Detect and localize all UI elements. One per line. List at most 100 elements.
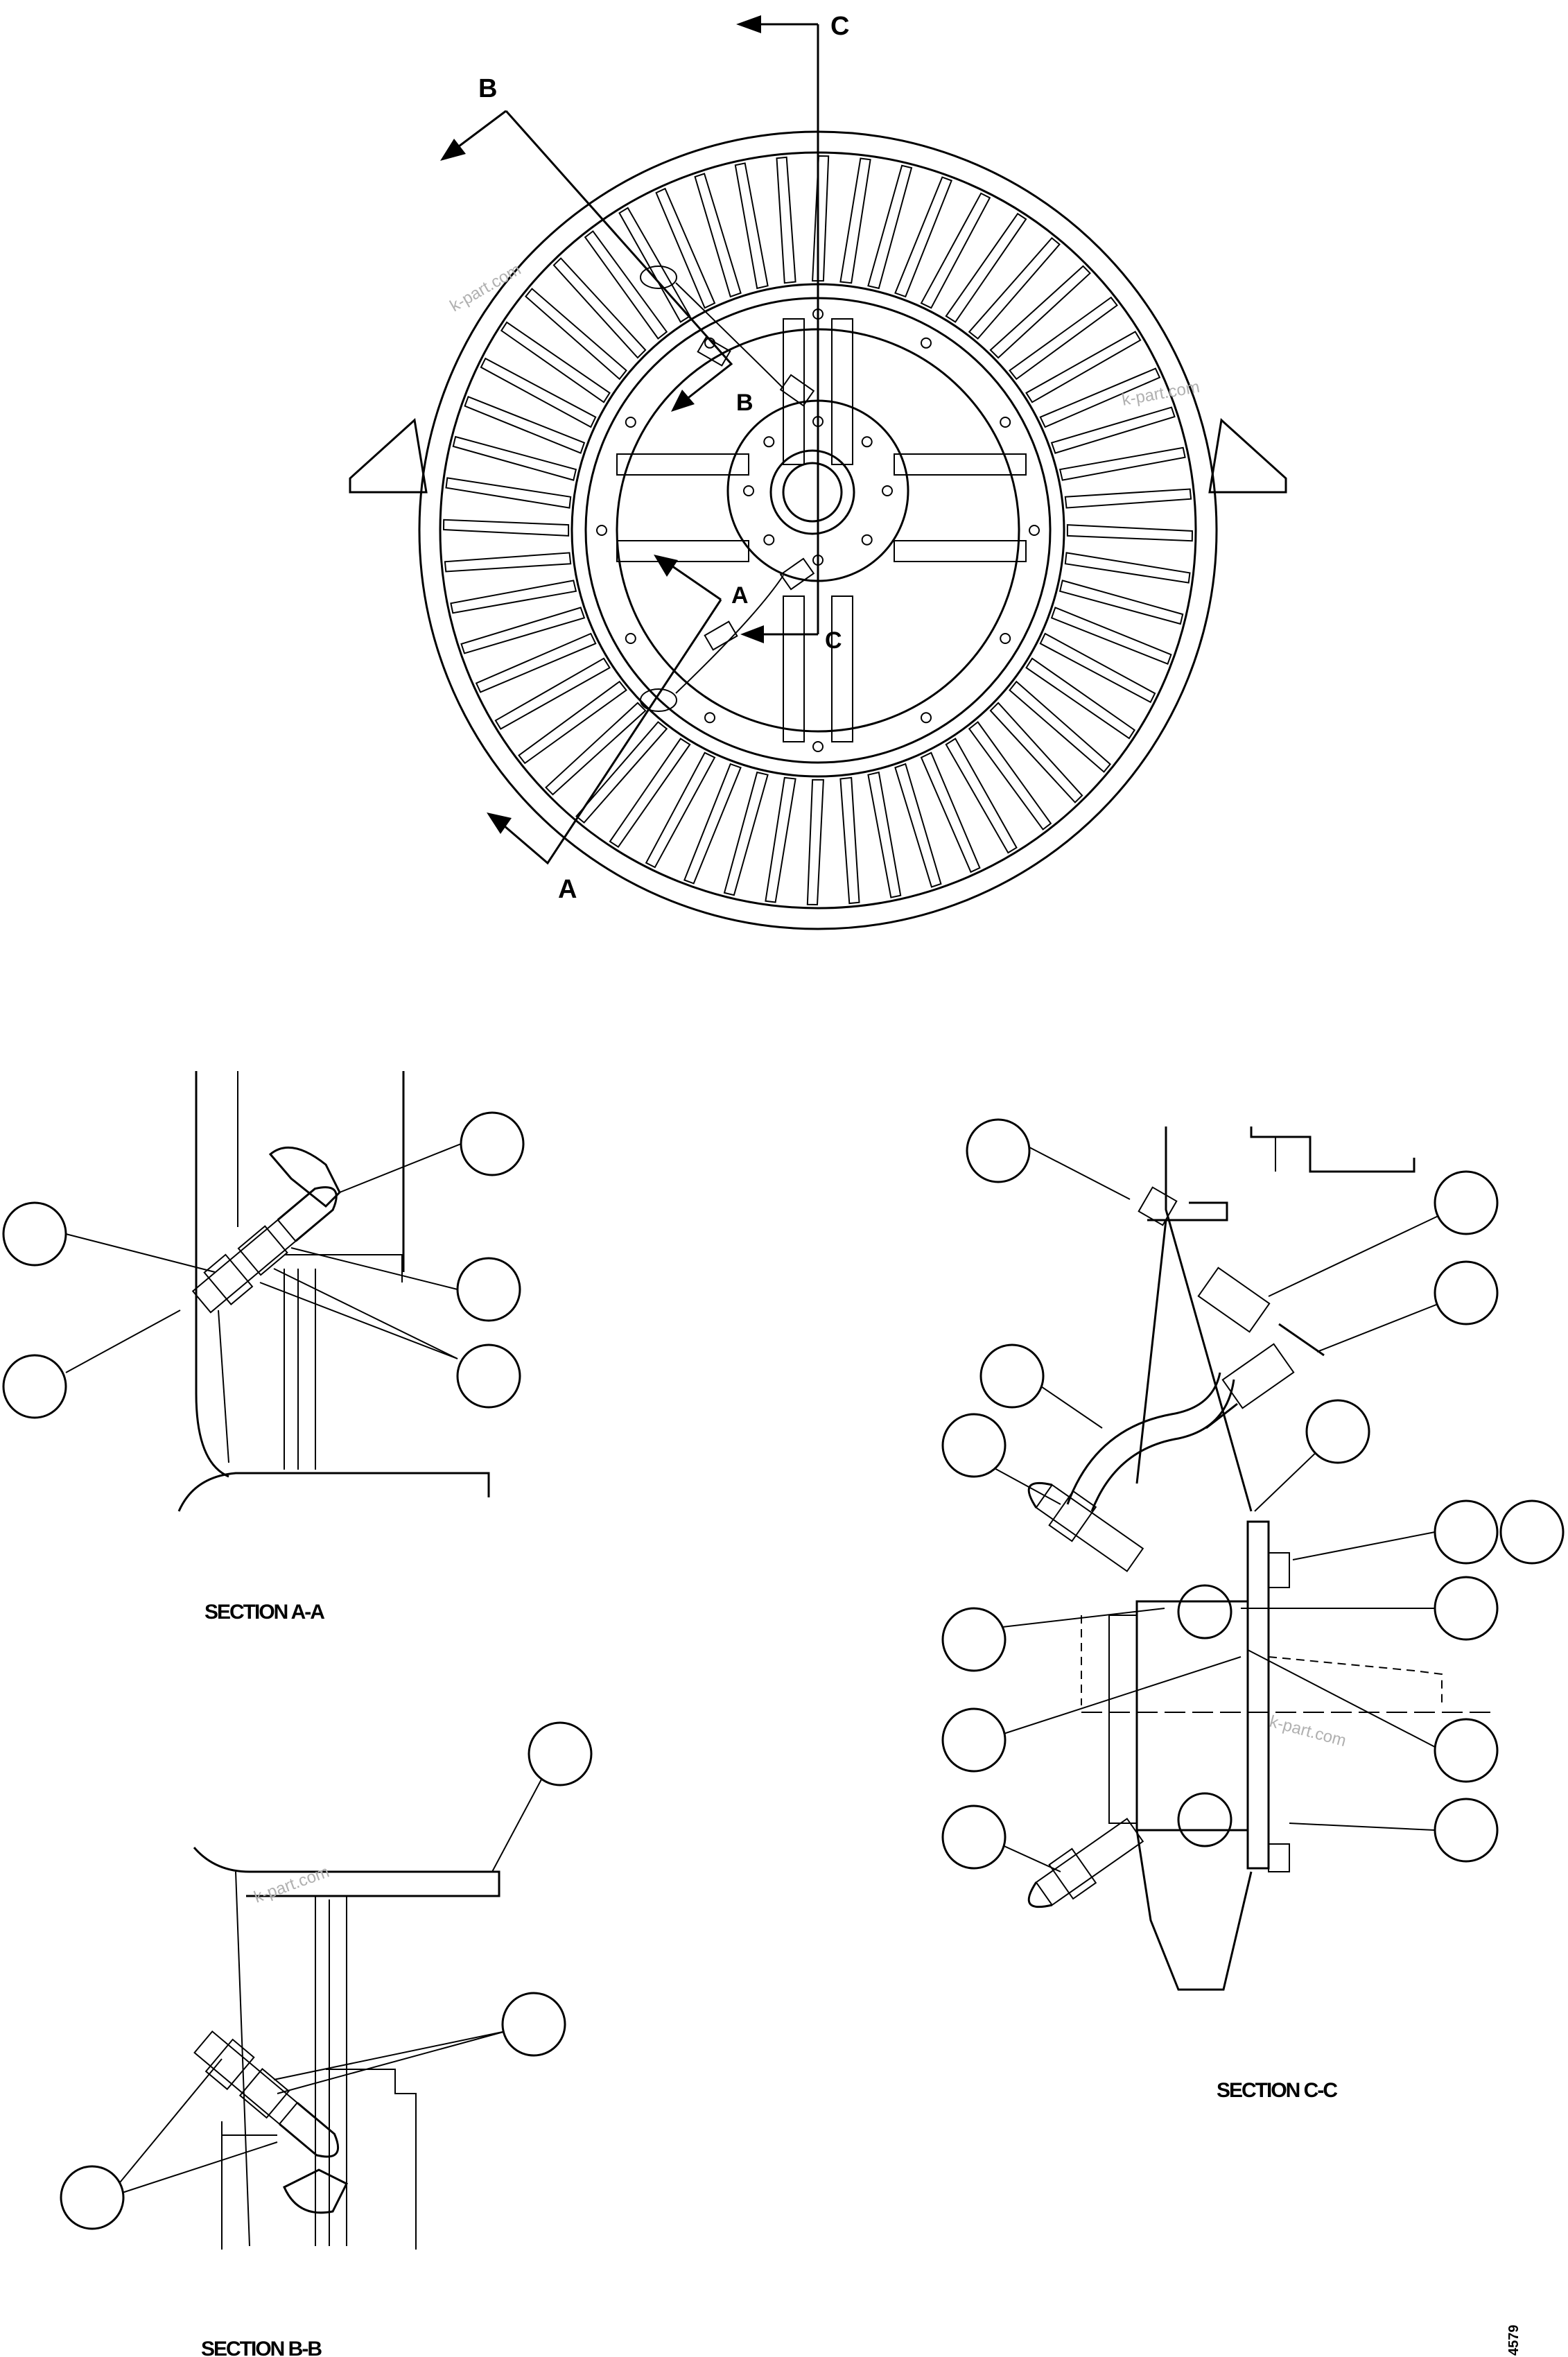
- fan-blade: [920, 192, 991, 309]
- aa-leader-5a: [273, 1268, 458, 1359]
- section-a-inner-label: A: [731, 582, 749, 609]
- fan-assembly-view: C B B A C A: [349, 12, 1287, 930]
- fan-blade: [494, 657, 611, 730]
- fan-blade: [723, 771, 769, 896]
- aa-grease-fitting: [191, 1186, 338, 1314]
- fan-blade: [464, 395, 586, 454]
- fan-blade: [1059, 580, 1184, 625]
- fan-blade: [552, 257, 647, 359]
- cc-callout-balloon-10: [941, 1607, 1007, 1672]
- bolt-hole: [1029, 525, 1040, 536]
- cc-callout-balloon-14: [1434, 1798, 1499, 1863]
- bolt-hole: [1000, 417, 1011, 428]
- bearing-housing: [769, 449, 855, 535]
- section-b-inner-label: B: [736, 390, 753, 416]
- fan-blade: [989, 265, 1091, 359]
- fan-blade: [609, 738, 691, 849]
- section-aa-title: SECTION A-A: [204, 1601, 324, 1624]
- fan-blade: [452, 435, 577, 481]
- section-a-line: [487, 555, 722, 865]
- fan-blade: [518, 680, 627, 765]
- fan-blade: [655, 187, 716, 309]
- fan-blade: [894, 763, 942, 888]
- fan-blade: [1064, 552, 1191, 584]
- section-b-line: [440, 110, 733, 412]
- aa-callout-balloon-5: [456, 1343, 521, 1409]
- fan-blade: [460, 607, 586, 654]
- aa-callout-balloon-2: [2, 1201, 67, 1267]
- bb-callout-balloon-3: [60, 2165, 125, 2230]
- fan-blade: [894, 176, 953, 298]
- cc-callout-balloon-4: [979, 1343, 1045, 1409]
- cc-callout-balloon-2: [1434, 1170, 1499, 1235]
- bb-grease-fitting: [193, 2030, 339, 2158]
- fan-blade: [584, 230, 668, 340]
- bolt-hole: [743, 485, 754, 496]
- section-bb-title: SECTION B-B: [201, 2338, 322, 2357]
- spider-arms: [616, 318, 1027, 742]
- bolt-hole: [596, 525, 607, 536]
- fan-blade: [1025, 657, 1136, 740]
- bolt-hole: [921, 712, 932, 724]
- section-b-top-label: B: [478, 74, 497, 103]
- cc-callout-balloon-12: [1434, 1718, 1499, 1783]
- bolt-hole: [861, 436, 873, 448]
- fan-blade: [968, 237, 1061, 340]
- section-cc-title: SECTION C-C: [1217, 2079, 1337, 2102]
- fan-blade: [765, 776, 796, 903]
- bb-leader-2b: [277, 2030, 507, 2094]
- cc-callout-balloon-6: [941, 1413, 1007, 1478]
- section-a-bottom-label: A: [558, 875, 577, 904]
- fan-blade: [450, 580, 577, 614]
- cc-callout-balloon-11: [941, 1707, 1007, 1773]
- cc-hose-fittings: [1197, 1267, 1325, 1429]
- aa-leader-2: [65, 1233, 216, 1273]
- fan-blade: [1039, 367, 1161, 428]
- fan-blade: [500, 321, 611, 403]
- bb-leader-2a: [273, 2030, 507, 2080]
- fan-blade: [525, 288, 627, 381]
- fan-blade: [1050, 406, 1176, 454]
- fan-blade: [968, 721, 1052, 830]
- bb-leader-1: [491, 1767, 548, 1872]
- cc-callout-balloon-13: [941, 1804, 1007, 1870]
- fan-blade: [806, 779, 824, 906]
- fan-blade: [475, 632, 597, 693]
- bolt-hole: [1000, 633, 1011, 644]
- fan-blade: [989, 702, 1083, 803]
- cc-ball-lower: [1177, 1792, 1232, 1847]
- fan-blade: [445, 477, 572, 509]
- bolt-hole: [763, 534, 775, 546]
- fan-blade: [645, 751, 716, 869]
- fan-blade: [683, 763, 742, 885]
- cc-elbow-lower: [1027, 1818, 1144, 1908]
- fan-blade: [1059, 446, 1186, 481]
- bolt-hole: [812, 741, 824, 752]
- fan-blade: [776, 156, 796, 284]
- cc-callout-balloon-8: [1499, 1499, 1565, 1565]
- bolt-hole: [921, 337, 932, 349]
- watermark-3: k-part.com: [1267, 1712, 1348, 1750]
- bolt-hole: [861, 534, 873, 546]
- fan-blade: [945, 738, 1018, 854]
- fan-blade: [480, 357, 597, 428]
- fan-blade: [839, 776, 860, 905]
- aa-callout-balloon-3: [456, 1257, 521, 1322]
- bolt-hole: [704, 712, 715, 724]
- cc-callout-balloon-1: [966, 1118, 1031, 1183]
- right-mount-bracket: [1208, 418, 1287, 494]
- grease-fittings: [640, 266, 815, 712]
- watermark-4: k-part.com: [252, 1862, 332, 1906]
- fan-blade: [867, 164, 913, 290]
- section-c-inner-label: C: [825, 627, 842, 654]
- aa-leader-4: [65, 1310, 181, 1373]
- cc-callout-balloon-3: [1434, 1260, 1499, 1325]
- fan-blade: [945, 212, 1027, 323]
- fan-blade: [920, 751, 981, 873]
- cc-ball-upper: [1177, 1584, 1232, 1640]
- section-bb-view: SECTION B-B: [60, 1721, 593, 2357]
- bb-callout-balloon-2: [501, 1992, 566, 2057]
- fan-blade: [1066, 524, 1194, 542]
- watermark-2: k-part.com: [1120, 378, 1201, 410]
